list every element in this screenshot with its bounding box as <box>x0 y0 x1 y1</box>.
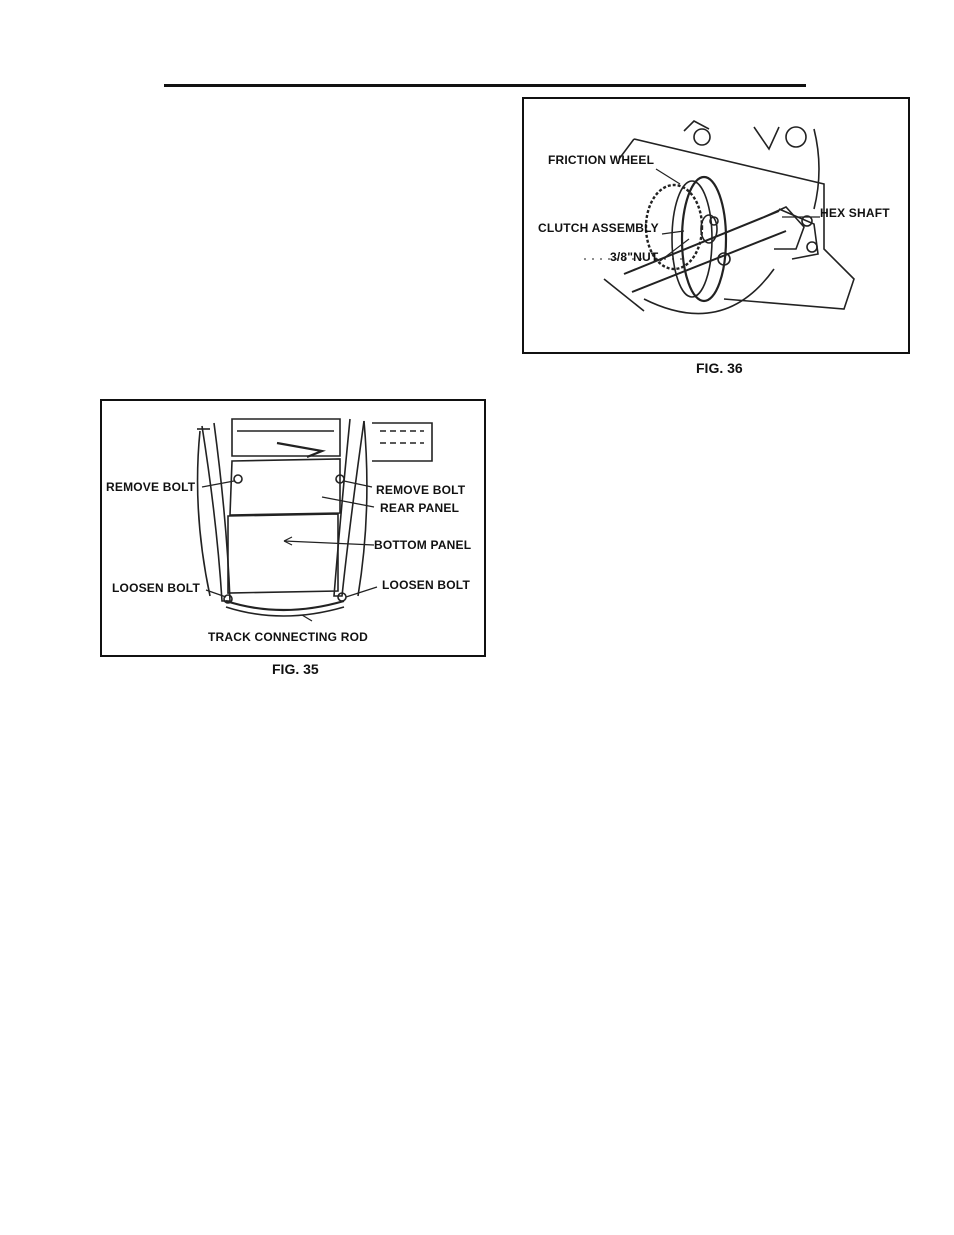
figure-35-caption: FIG. 35 <box>272 661 319 677</box>
label-nut: 3/8"NUT <box>610 250 658 264</box>
figure-35: REMOVE BOLT REMOVE BOLT REAR PANEL BOTTO… <box>100 399 486 657</box>
label-bottom-panel: BOTTOM PANEL <box>374 538 471 552</box>
figure-36-caption: FIG. 36 <box>696 360 743 376</box>
label-loosen-bolt-left: LOOSEN BOLT <box>112 581 200 595</box>
label-clutch-assembly: CLUTCH ASSEMBLY <box>538 221 659 235</box>
panel-illustration <box>102 401 484 655</box>
label-friction-wheel: FRICTION WHEEL <box>548 153 654 167</box>
label-track-connecting-rod: TRACK CONNECTING ROD <box>208 630 368 644</box>
label-remove-bolt-right: REMOVE BOLT <box>376 483 465 497</box>
header-rule <box>164 84 806 87</box>
label-loosen-bolt-right: LOOSEN BOLT <box>382 578 470 592</box>
label-remove-bolt-left: REMOVE BOLT <box>106 480 195 494</box>
label-hex-shaft: HEX SHAFT <box>820 206 890 220</box>
figure-36: FRICTION WHEEL HEX SHAFT CLUTCH ASSEMBLY… <box>522 97 910 354</box>
label-rear-panel: REAR PANEL <box>380 501 459 515</box>
